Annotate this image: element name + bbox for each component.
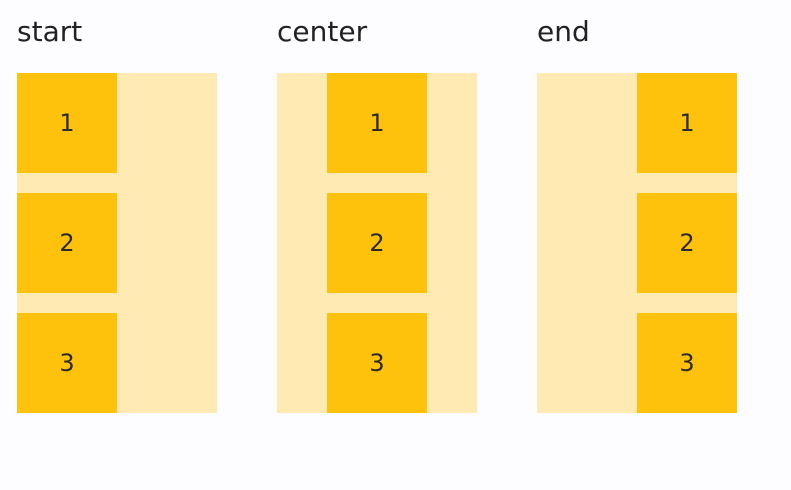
item-3: 3 xyxy=(637,313,737,413)
item-2: 2 xyxy=(327,193,427,293)
demo-title-start: start xyxy=(17,15,83,48)
demo-title-end: end xyxy=(537,15,590,48)
column-start: 1 2 3 xyxy=(17,73,217,413)
column-center: 1 2 3 xyxy=(277,73,477,413)
item-3: 3 xyxy=(17,313,117,413)
item-2: 2 xyxy=(17,193,117,293)
column-end: 1 2 3 xyxy=(537,73,737,413)
item-1: 1 xyxy=(17,73,117,173)
demo-title-center: center xyxy=(277,15,368,48)
item-1: 1 xyxy=(327,73,427,173)
item-2: 2 xyxy=(637,193,737,293)
item-1: 1 xyxy=(637,73,737,173)
item-3: 3 xyxy=(327,313,427,413)
